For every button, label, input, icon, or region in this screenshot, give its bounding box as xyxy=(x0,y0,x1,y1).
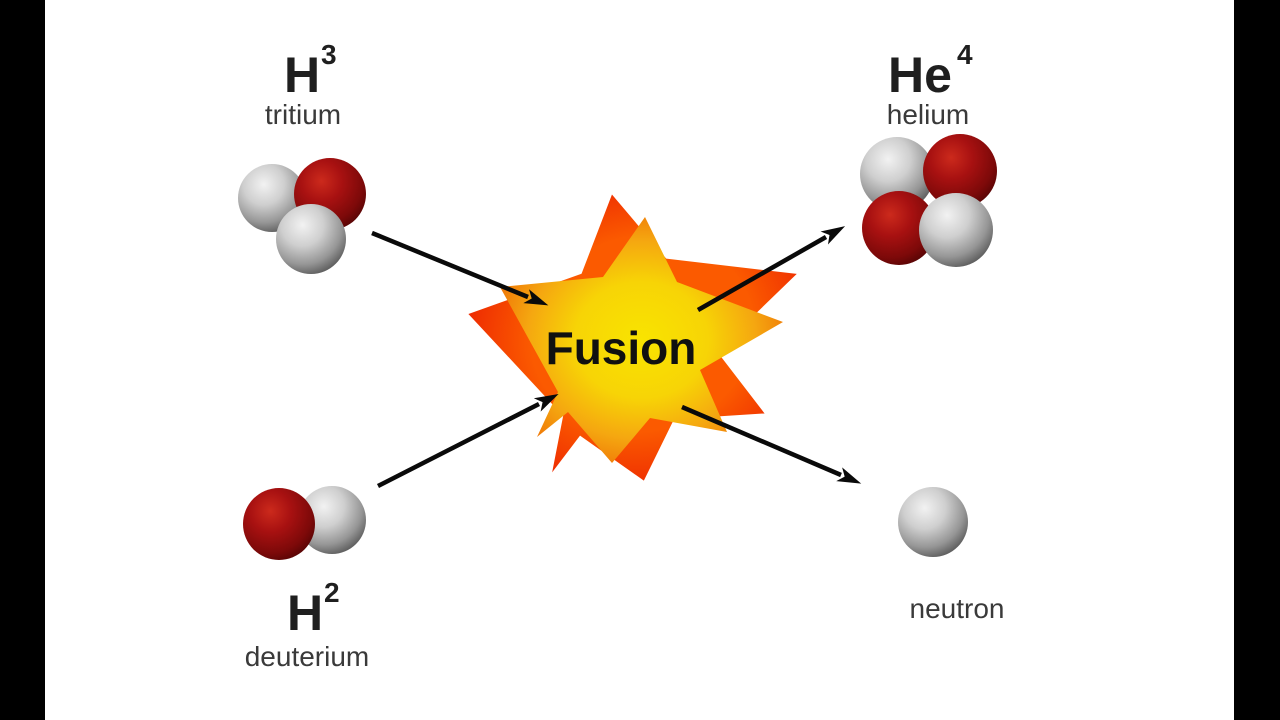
neutron-sphere xyxy=(276,204,346,274)
deuterium-name: deuterium xyxy=(245,641,370,672)
arrow-deuterium-to-fusion xyxy=(376,394,559,489)
fusion-star-front-layer xyxy=(500,217,783,463)
deuterium-labels: H 2 deuterium xyxy=(245,577,370,672)
helium-labels: He 4 helium xyxy=(887,39,973,130)
neutron-sphere xyxy=(860,137,934,211)
tritium-labels: H 3 tritium xyxy=(265,39,341,130)
neutron-sphere xyxy=(919,193,993,267)
arrow-tritium-to-fusion xyxy=(371,230,549,306)
tritium-name: tritium xyxy=(265,99,341,130)
fusion-star-icon: Fusion xyxy=(468,194,797,481)
proton-sphere xyxy=(243,488,315,560)
tritium-mass-superscript: 3 xyxy=(321,39,337,70)
proton-sphere xyxy=(862,191,936,265)
arrow-fusion-to-helium xyxy=(696,226,846,312)
left-pillarbox-bar xyxy=(0,0,45,720)
tritium-nucleus xyxy=(238,158,366,274)
tritium-symbol: H xyxy=(284,47,320,103)
neutron-name: neutron xyxy=(910,593,1005,624)
arrow-fusion-to-neutron xyxy=(681,404,862,484)
deuterium-nucleus xyxy=(243,486,366,560)
helium-nucleus xyxy=(860,134,997,267)
proton-sphere xyxy=(923,134,997,208)
neutron-sphere xyxy=(298,486,366,554)
helium-symbol: He xyxy=(888,47,952,103)
deuterium-mass-superscript: 2 xyxy=(324,577,340,608)
deuterium-symbol: H xyxy=(287,585,323,641)
fusion-label: Fusion xyxy=(546,322,697,374)
reaction-arrows xyxy=(371,226,862,489)
free-neutron-sphere xyxy=(898,487,968,557)
helium-mass-superscript: 4 xyxy=(957,39,973,70)
right-pillarbox-bar xyxy=(1234,0,1280,720)
helium-name: helium xyxy=(887,99,969,130)
